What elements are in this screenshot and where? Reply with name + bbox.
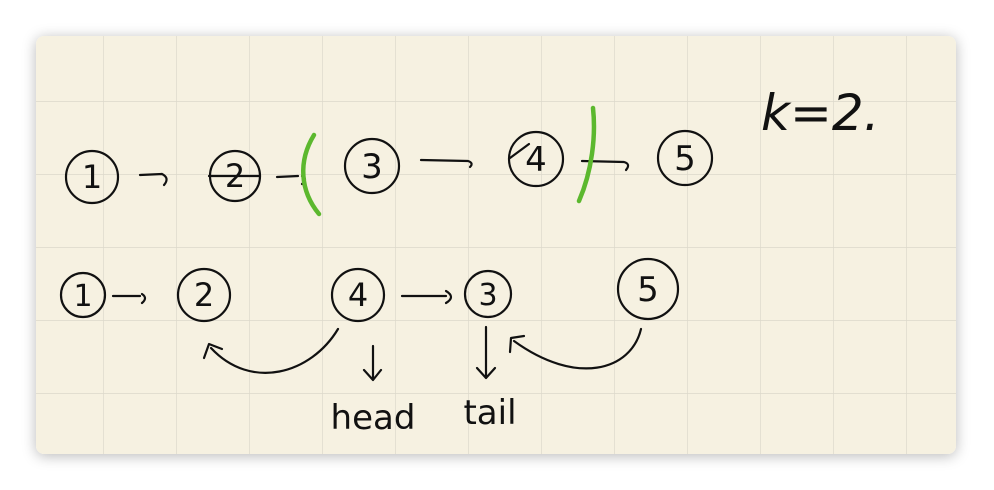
bottom-node-5-label: 5 [637, 270, 659, 310]
group-bracket-right [576, 105, 597, 204]
bottom-node-3: 3 [463, 269, 513, 319]
bottom-arrow-1-2 [111, 292, 147, 305]
head-label: head [331, 398, 416, 438]
tail-pointer-arrow [475, 325, 497, 380]
top-arrow-3-4 [419, 158, 473, 169]
top-arrow-1-2 [138, 172, 168, 187]
diagram-canvas: 1 2 3 4 5 k=2. 1 [36, 36, 956, 454]
bottom-node-2: 2 [176, 267, 232, 323]
tail-label: tail [463, 393, 516, 433]
bottom-node-5: 5 [616, 257, 680, 321]
bottom-node-2-label: 2 [194, 276, 214, 314]
top-node-3-label: 3 [361, 147, 383, 187]
group-bracket-left [301, 132, 322, 217]
top-node-3: 3 [343, 137, 401, 195]
bottom-node-3-label: 3 [478, 278, 497, 313]
top-arrow-4-5 [580, 159, 630, 172]
bottom-arrow-4-3 [400, 289, 453, 305]
bottom-node-1-label: 1 [73, 279, 92, 314]
curve-arrow-5-to-3-head [508, 334, 526, 354]
curve-arrow-4-to-2-head [202, 342, 224, 360]
bottom-node-1: 1 [59, 271, 107, 319]
paper-grid [36, 36, 956, 454]
top-node-1-label: 1 [82, 158, 102, 196]
top-node-2: 2 [207, 149, 262, 203]
top-node-5-label: 5 [674, 139, 696, 179]
bottom-node-4: 4 [330, 267, 386, 323]
note-card: 1 2 3 4 5 k=2. 1 [36, 36, 956, 454]
curve-arrow-5-to-3 [512, 327, 643, 370]
top-node-4-label: 4 [525, 140, 547, 180]
head-pointer-arrow [362, 344, 383, 382]
top-node-1: 1 [64, 149, 120, 205]
bottom-node-4-label: 4 [348, 276, 368, 314]
top-node-5: 5 [656, 129, 714, 187]
top-node-4: 4 [507, 130, 565, 188]
k-value-label: k=2. [761, 84, 880, 142]
curve-arrow-4-to-2 [209, 327, 340, 374]
